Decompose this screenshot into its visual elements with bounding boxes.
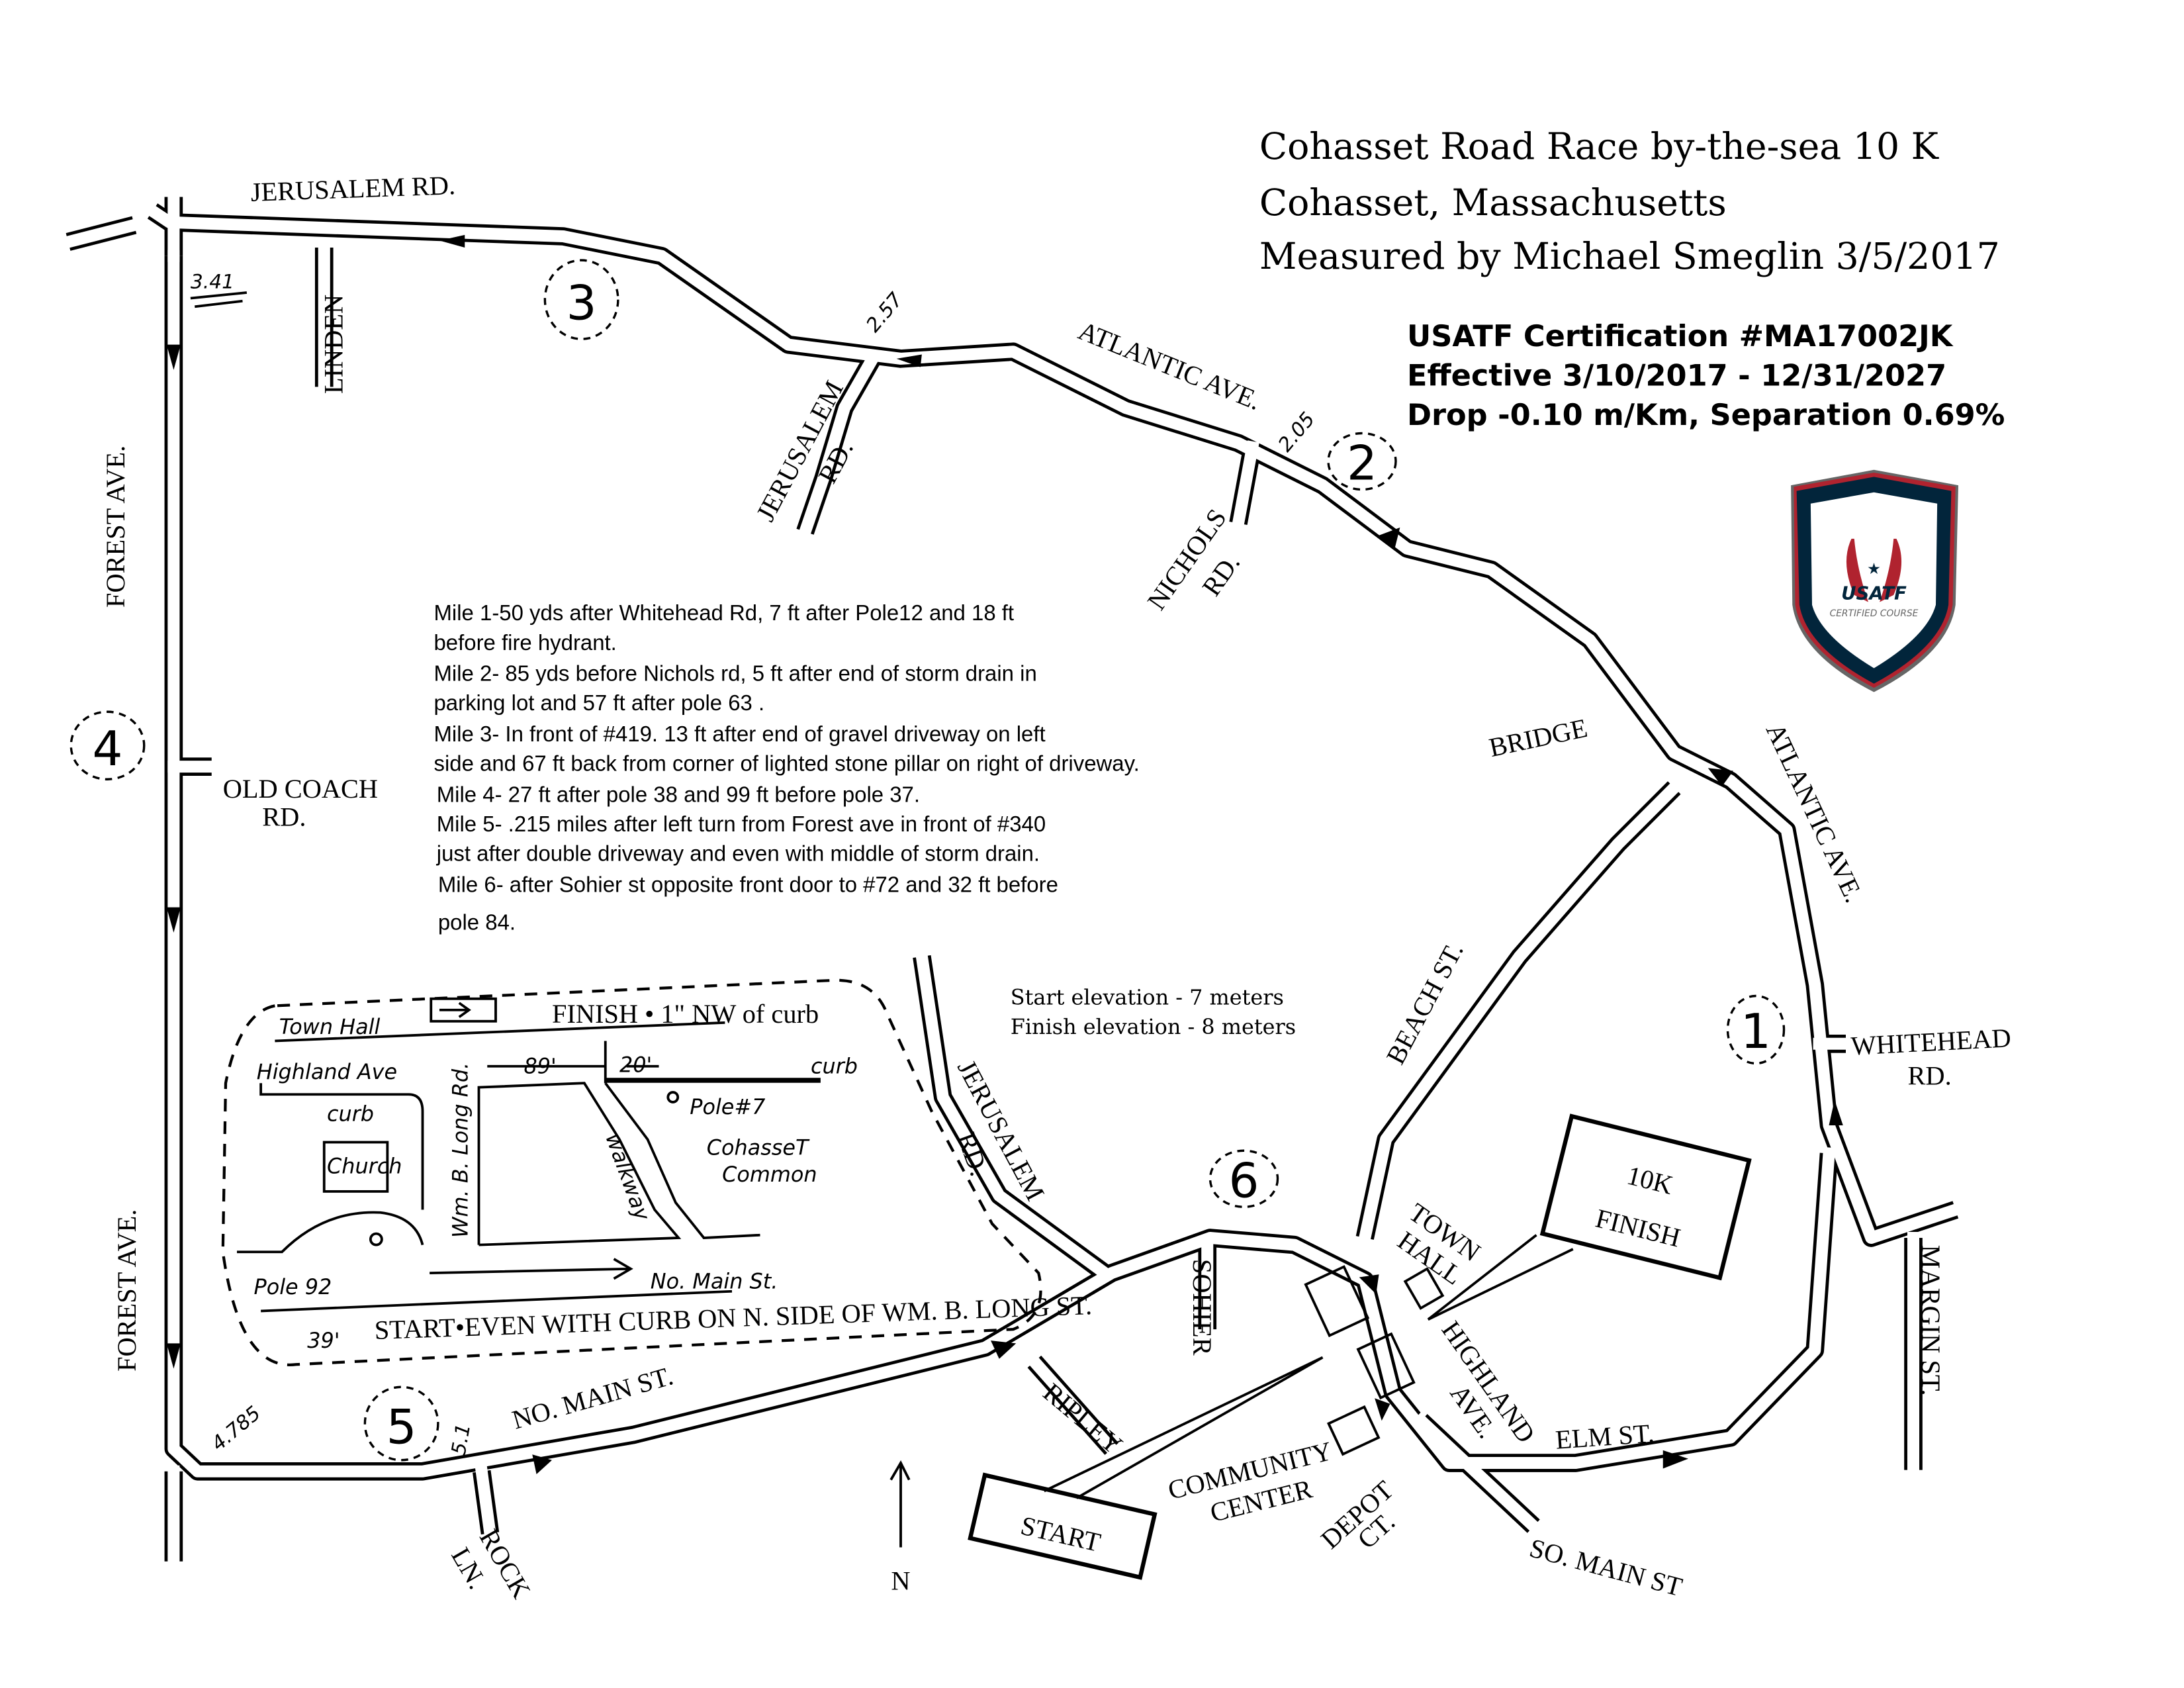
- inset-pole92: Pole 92: [254, 1274, 332, 1299]
- pole-7-icon: [666, 1091, 680, 1103]
- title-block: Cohasset Road Race by-the-sea 10 K Cohas…: [1259, 126, 2000, 278]
- inset-church: Church: [327, 1153, 402, 1178]
- note-line: before fire hydrant.: [434, 630, 617, 655]
- inset-finish-label: FINISH • 1" NW of curb: [552, 999, 819, 1029]
- arrow-left-icon: [439, 234, 465, 248]
- note-line: Mile 1-50 yds after Whitehead Rd, 7 ft a…: [434, 600, 1015, 625]
- inset-no-main: No. Main St.: [651, 1269, 778, 1294]
- certification-dates: Effective 3/10/2017 - 12/31/2027: [1407, 358, 1946, 393]
- label-margin-st: MARGIN ST.: [1916, 1245, 1946, 1396]
- church-building: [322, 1141, 389, 1193]
- arrow-up-icon: [1829, 1100, 1843, 1125]
- title-line: Measured by Michael Smeglin 3/5/2017: [1259, 236, 2000, 278]
- community-center-building: [1326, 1405, 1381, 1456]
- mile-markers: 1 2 3 4 5 6: [69, 259, 1786, 1462]
- certification-block: USATF Certification #MA17002JK Effective…: [1407, 319, 2005, 432]
- svg-text:6: 6: [1229, 1153, 1259, 1209]
- town-hall-building: [1403, 1267, 1445, 1310]
- inset-wm-b-long: Wm. B. Long Rd.: [448, 1062, 473, 1238]
- title-line: Cohasset Road Race by-the-sea 10 K: [1259, 126, 1940, 168]
- wing-icon: [1846, 538, 1868, 602]
- inset-common-1: CohasseT: [707, 1135, 810, 1160]
- roads-fill: [61, 191, 1964, 1568]
- mile-marker-6: 6: [1208, 1149, 1279, 1209]
- split-5-1: 5.1: [447, 1422, 476, 1457]
- label-jerusalem-rd: JERUSALEM RD.: [250, 170, 456, 207]
- note-line: Mile 5- .215 miles after left turn from …: [437, 812, 1046, 836]
- label-forest-ave: FOREST AVE.: [101, 445, 130, 608]
- svg-text:3: 3: [567, 275, 597, 331]
- elevation-info: Start elevation - 7 meters Finish elevat…: [1011, 984, 1296, 1039]
- inset-pole7: Pole#7: [690, 1094, 765, 1119]
- svg-text:2: 2: [1347, 436, 1377, 492]
- label-sohier: SOHIER: [1187, 1259, 1217, 1356]
- inset-town-hall: Town Hall: [279, 1014, 381, 1039]
- split-3-41: 3.41: [191, 271, 234, 294]
- label-linden: LINDEN: [318, 295, 348, 394]
- pole-92-icon: [369, 1232, 383, 1246]
- label-elm-st: ELM ST.: [1555, 1418, 1655, 1454]
- svg-text:5: 5: [387, 1399, 417, 1455]
- label-old-coach-rd: RD.: [262, 802, 306, 831]
- finish-pointer: [1427, 1234, 1574, 1321]
- svg-text:4: 4: [93, 722, 123, 777]
- label-forest-ave-lower: FOREST AVE.: [112, 1209, 142, 1372]
- inset-common-2: Common: [722, 1162, 817, 1187]
- label-old-coach: OLD COACH: [223, 774, 378, 804]
- note-line: Mile 6- after Sohier st opposite front d…: [438, 872, 1058, 896]
- arrow-down-icon: [1375, 1398, 1390, 1421]
- mile-marker-3: 3: [543, 259, 619, 340]
- finish-line: [275, 1021, 725, 1043]
- arrow-down-icon: [166, 907, 181, 933]
- arrow-up-left-icon: [1377, 527, 1400, 550]
- svg-text:CERTIFIED COURSE: CERTIFIED COURSE: [1830, 608, 1919, 619]
- start-box: START: [968, 1472, 1158, 1580]
- arrow-right-icon: [1662, 1450, 1688, 1469]
- certification-drop: Drop -0.10 m/Km, Separation 0.69%: [1407, 398, 2005, 432]
- wing-icon: [1880, 538, 1902, 602]
- svg-text:N: N: [891, 1566, 910, 1595]
- note-line: parking lot and 57 ft after pole 63 .: [434, 690, 765, 715]
- note-line: Mile 2- 85 yds before Nichols rd, 5 ft a…: [434, 661, 1037, 686]
- inset-highland: Highland Ave: [257, 1059, 397, 1084]
- note-line: Mile 3- In front of #419. 13 ft after en…: [434, 722, 1046, 746]
- arrow-down-right-icon: [1359, 1274, 1379, 1294]
- label-whitehead-rd: RD.: [1908, 1060, 1952, 1090]
- north-arrow: N: [889, 1460, 911, 1595]
- arrow-right-icon: [532, 1454, 552, 1474]
- svg-text:1: 1: [1741, 1004, 1771, 1060]
- inset-curb-left: curb: [327, 1102, 374, 1127]
- arrow-down-icon: [166, 1343, 181, 1369]
- mile-marker-4: 4: [69, 710, 146, 780]
- building-shape: [1304, 1265, 1370, 1338]
- mile-marker-2: 2: [1327, 432, 1397, 492]
- note-line: side and 67 ft back from corner of light…: [434, 751, 1140, 776]
- inset-curb-right: curb: [811, 1053, 858, 1078]
- usatf-logo: ★ USATF CERTIFIED COURSE: [1791, 469, 1958, 692]
- start-elevation: Start elevation - 7 meters: [1011, 984, 1284, 1009]
- road-network: [61, 191, 1964, 1568]
- arrow-up-left-icon: [1707, 768, 1733, 786]
- arrow-left-icon: [896, 354, 922, 367]
- building-shape: [1356, 1332, 1416, 1400]
- note-line: just after double driveway and even with…: [436, 841, 1040, 866]
- svg-text:USATF: USATF: [1841, 582, 1907, 604]
- start-pointer: [1043, 1356, 1324, 1499]
- note-line: Mile 4- 27 ft after pole 38 and 99 ft be…: [437, 782, 920, 806]
- mile-notes: Mile 1-50 yds after Whitehead Rd, 7 ft a…: [434, 600, 1140, 935]
- arrow-down-icon: [166, 344, 181, 370]
- certification-number: USATF Certification #MA17002JK: [1407, 319, 1954, 353]
- arrow-right-icon: [991, 1340, 1017, 1359]
- inset-39: 39': [307, 1328, 340, 1353]
- route-direction-arrows: [166, 234, 1843, 1474]
- title-line: Cohasset, Massachusetts: [1259, 182, 1727, 224]
- star-icon: ★: [1867, 559, 1881, 578]
- note-line: pole 84.: [438, 910, 516, 935]
- mile-marker-5: 5: [363, 1385, 439, 1462]
- finish-elevation: Finish elevation - 8 meters: [1011, 1014, 1296, 1039]
- finish-box: 10K FINISH: [1539, 1113, 1752, 1281]
- mile-marker-1: 1: [1726, 994, 1786, 1065]
- inset-20: 20': [619, 1052, 652, 1077]
